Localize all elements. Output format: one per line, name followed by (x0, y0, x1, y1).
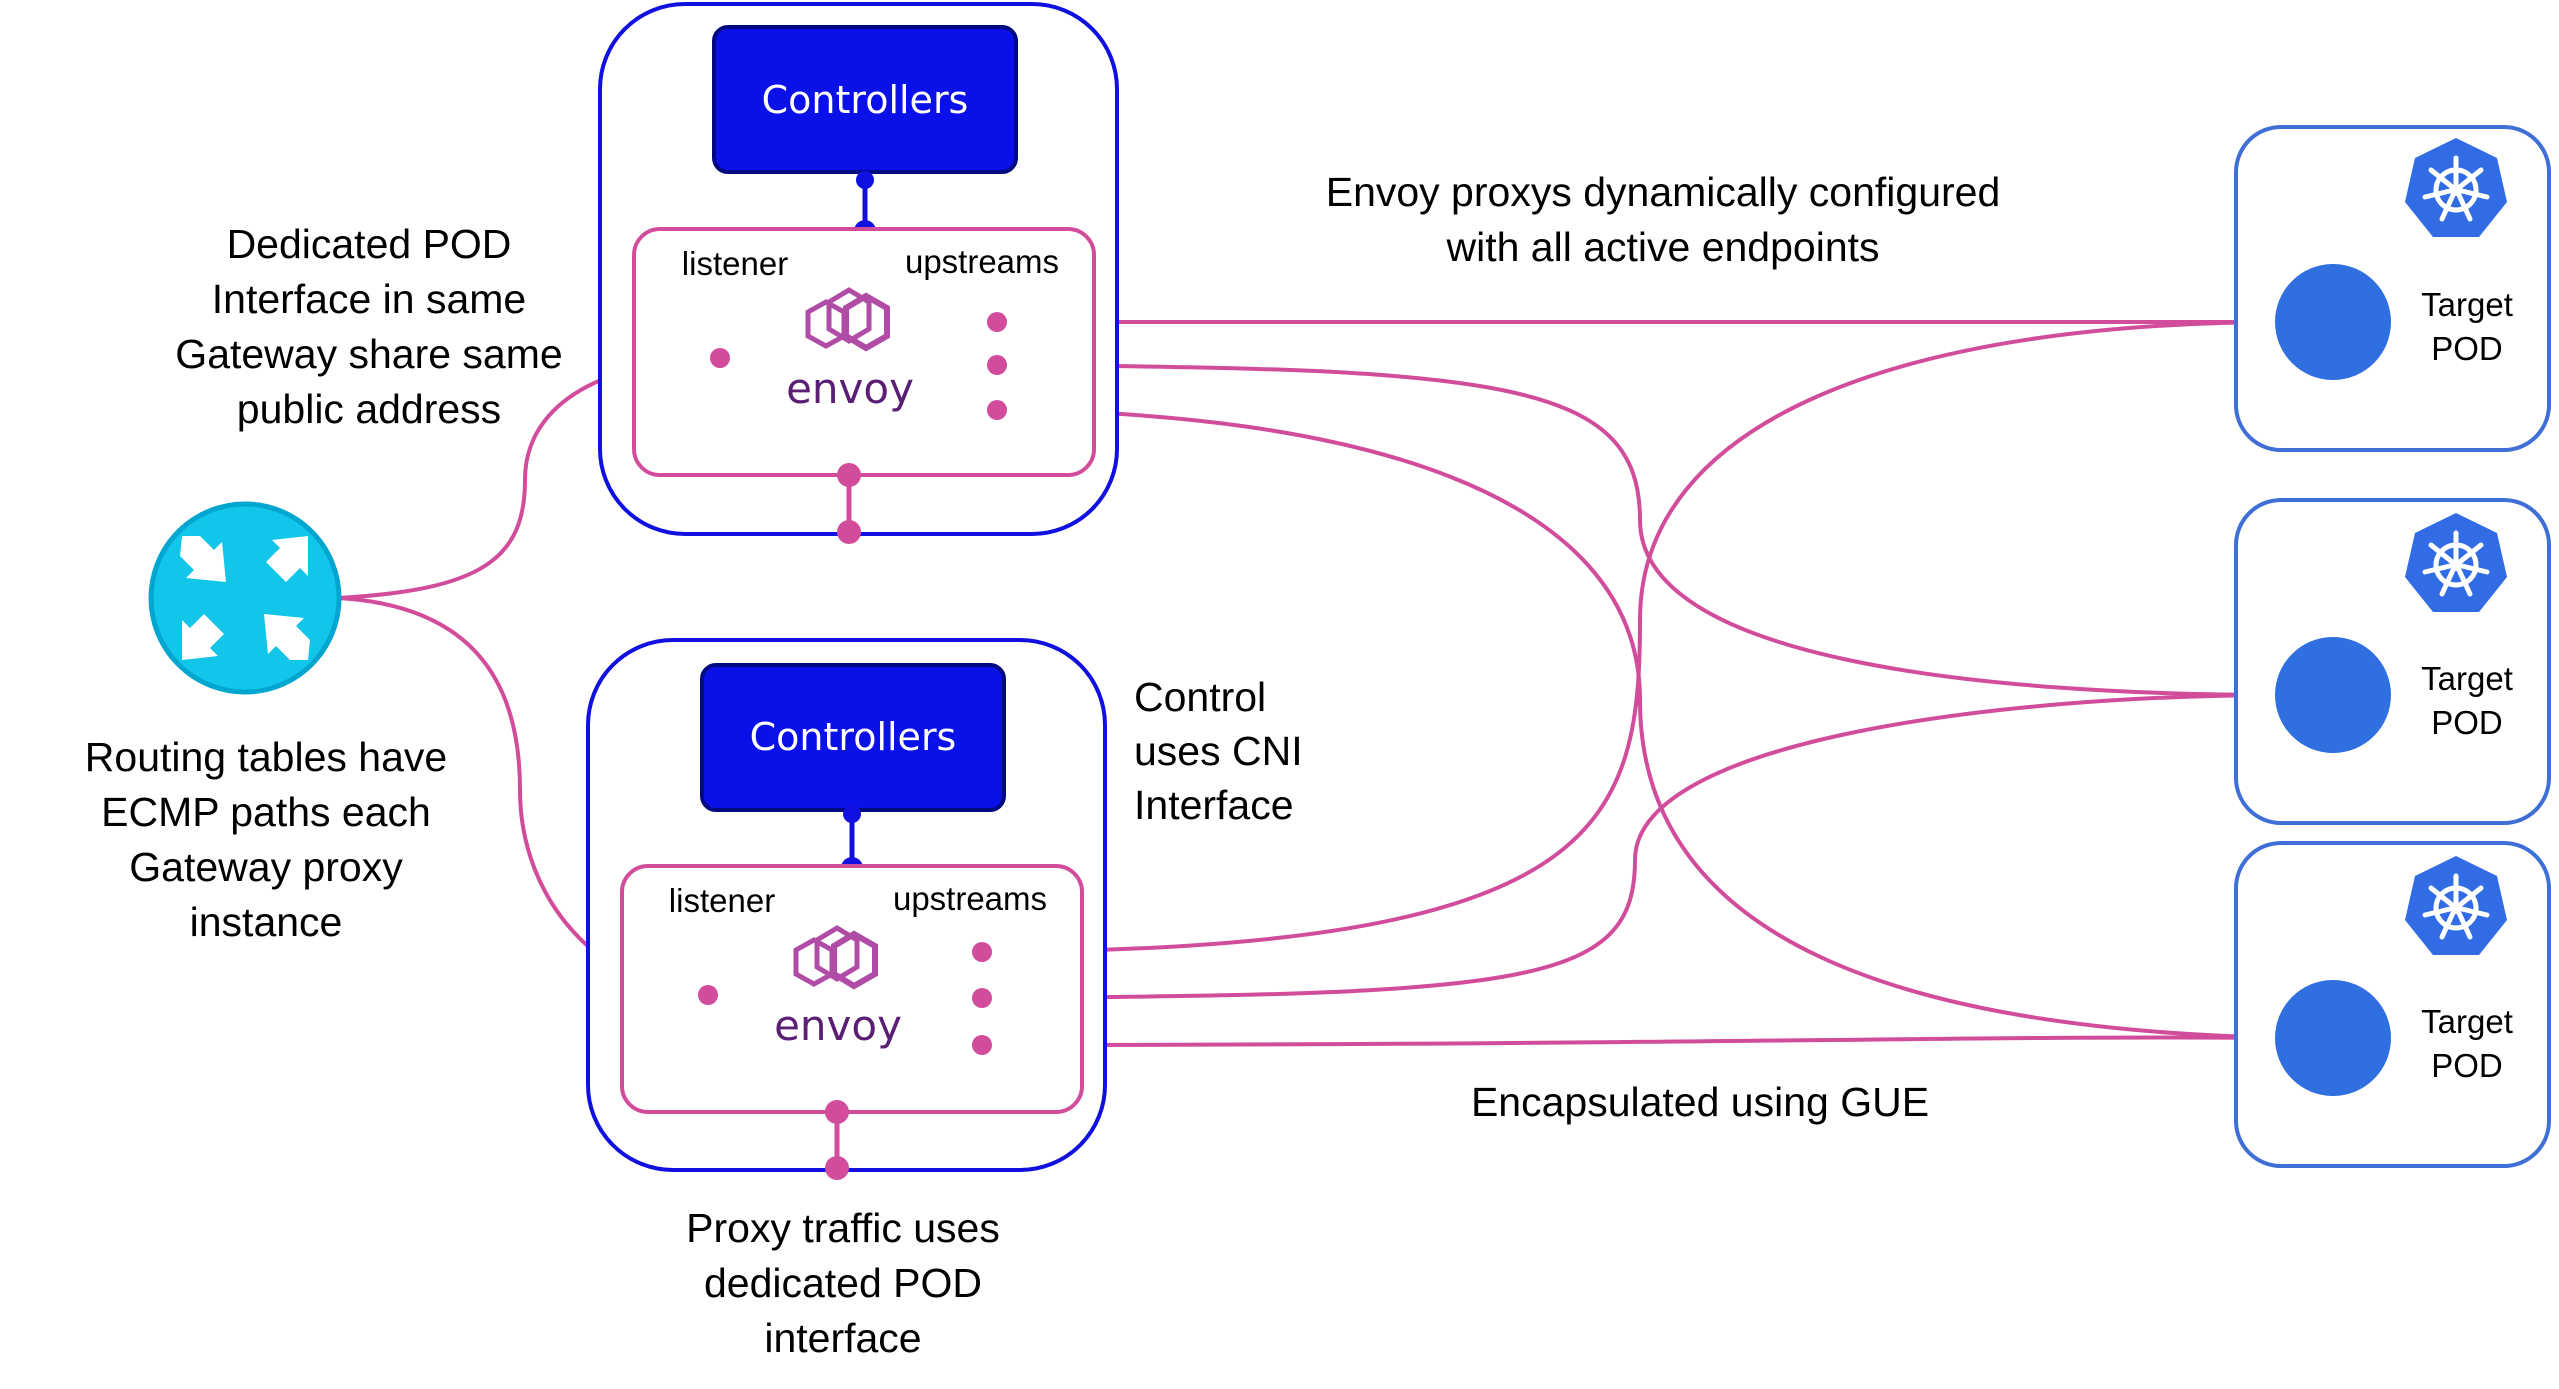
envoy-proxy-box (620, 864, 1084, 1114)
gateway-1: Controllers listener upstreams envoy (598, 2, 1119, 544)
gw2-upstream3-to-pod3-line (981, 1035, 2287, 1047)
target-pod-3: Target POD (2234, 841, 2551, 1168)
envoy-logo-icon (805, 287, 890, 352)
gw1-upstream1-to-pod1-line (996, 318, 2287, 324)
controllers-label: Controllers (750, 715, 957, 759)
envoy-wordmark: envoy (774, 1001, 902, 1050)
gw2-upstream1-to-pod1-line (981, 320, 2287, 954)
dedicated-pod-annotation: Dedicated POD Interface in same Gateway … (175, 221, 562, 432)
upstream-port-1 (987, 312, 1007, 332)
pod-label-line2: POD (2431, 704, 2503, 741)
pod-interface-port (825, 1156, 849, 1180)
pod-label-line1: Target (2421, 286, 2513, 323)
envoy-wordmark: envoy (786, 364, 914, 413)
routing-tables-annotation: Routing tables have ECMP paths each Gate… (85, 734, 447, 945)
upstream-port-2 (987, 355, 1007, 375)
connection-lines (337, 318, 2287, 1047)
listener-label: listener (682, 245, 788, 282)
envoy-dynamic-annotation: Envoy proxys dynamically configured with… (1326, 169, 2001, 270)
annotation-line: uses CNI (1134, 728, 1303, 774)
annotation-line: Gateway share same (175, 331, 562, 377)
listener-label: listener (669, 882, 775, 919)
pod-label-line1: Target (2421, 1003, 2513, 1040)
pod-endpoint (2275, 637, 2391, 753)
gateway-2: Controllers listener upstreams envoy (586, 638, 1107, 1180)
upstreams-label: upstreams (905, 243, 1059, 280)
gw1-upstream3-to-pod3-line (996, 408, 2287, 1040)
annotation-line: dedicated POD (704, 1260, 982, 1306)
gw2-upstream2-to-pod2-line (981, 693, 2287, 1000)
envoy-logo-icon (793, 925, 878, 990)
proxy-port-top (825, 1100, 849, 1124)
annotation-line: Control (1134, 674, 1266, 720)
pod-endpoint (2275, 980, 2391, 1096)
pod-label-line1: Target (2421, 660, 2513, 697)
annotation-line: Proxy traffic uses (686, 1205, 1000, 1251)
pod-label-line2: POD (2431, 330, 2503, 367)
annotation-line: instance (190, 899, 343, 945)
annotation-line: Gateway proxy (129, 844, 403, 890)
gw1-upstream2-to-pod2-line (996, 363, 2287, 697)
kubernetes-icon (2405, 513, 2507, 612)
annotation-line: ECMP paths each (101, 789, 431, 835)
annotation-line: Envoy proxys dynamically configured (1326, 169, 2001, 215)
control-port-top (843, 805, 861, 823)
control-cni-annotation: Control uses CNI Interface (1134, 674, 1303, 828)
annotation-line: Routing tables have (85, 734, 447, 780)
annotation-line: Interface (1134, 782, 1294, 828)
upstream-port-3 (987, 400, 1007, 420)
control-port-top (856, 171, 874, 189)
listener-port (710, 348, 730, 368)
upstream-port-2 (972, 988, 992, 1008)
target-pod-2: Target POD (2234, 498, 2551, 825)
envoy-proxy-box (632, 227, 1096, 477)
router-icon (148, 501, 342, 695)
kubernetes-icon (2405, 138, 2507, 237)
kubernetes-icon (2405, 856, 2507, 955)
proxy-traffic-annotation: Proxy traffic uses dedicated POD interfa… (686, 1205, 1000, 1361)
upstream-port-3 (972, 1035, 992, 1055)
pod-label-line2: POD (2431, 1047, 2503, 1084)
annotation-line: interface (764, 1315, 921, 1361)
annotation-line: public address (237, 386, 501, 432)
annotation-line: with all active endpoints (1445, 224, 1879, 270)
annotation-line: Dedicated POD (227, 221, 512, 267)
target-pod-1: Target POD (2234, 125, 2551, 452)
controllers-label: Controllers (762, 78, 969, 122)
listener-port (698, 985, 718, 1005)
pod-endpoint (2275, 264, 2391, 380)
proxy-port-top (837, 463, 861, 487)
upstream-port-1 (972, 942, 992, 962)
encapsulated-annotation: Encapsulated using GUE (1471, 1079, 1929, 1125)
annotation-line: Interface in same (212, 276, 527, 322)
pod-interface-port (837, 520, 861, 544)
upstreams-label: upstreams (893, 880, 1047, 917)
